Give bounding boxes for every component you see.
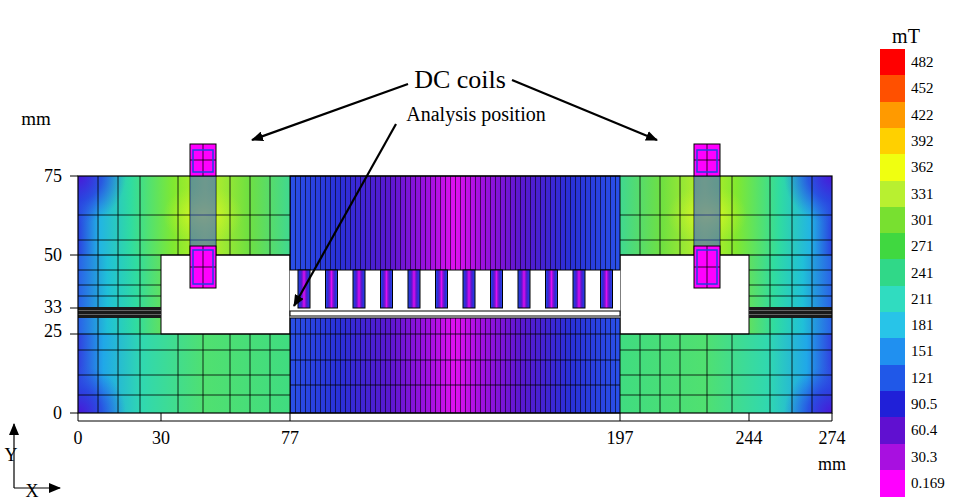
x-tick: 0 [74,429,83,447]
x-tick: 274 [819,429,846,447]
colorbar-swatch [880,312,905,339]
colorbar-swatch [880,233,905,260]
colorbar-value: 60.4 [911,423,937,438]
dc-coils [190,144,720,288]
magnets [78,307,832,318]
x-tick: 77 [281,429,299,447]
colorbar-swatch [880,49,905,76]
core-outline [78,176,832,413]
y-tick: 25 [44,322,62,340]
y-tick: 33 [44,298,62,316]
colorbar-value: 452 [911,81,934,96]
colorbar-value: 362 [911,160,934,175]
colorbar-value: 241 [911,265,934,280]
x-tick: 30 [152,429,170,447]
axis-unit: mm [818,455,846,473]
mover [290,311,620,413]
colorbar-value: 422 [911,107,934,122]
colorbar-value: 0.169 [911,475,945,490]
colorbar-value: 211 [911,291,933,306]
leader-arrows [252,80,657,306]
callout-label: Analysis position [406,104,545,124]
colorbar-value: 301 [911,212,934,227]
colorbar-value: 392 [911,134,934,149]
colorbar-swatch [880,102,905,129]
colorbar-value: 482 [911,55,934,70]
x-tick: 244 [736,429,763,447]
colorbar-swatch [880,259,905,286]
colorbar-value: 90.5 [911,397,937,412]
axis-name: X [26,482,39,500]
side-mesh [78,176,832,413]
colorbar-swatch [880,365,905,392]
colorbar-value: 271 [911,239,934,254]
colorbar-unit: mT [892,26,920,46]
colorbar-swatch [880,154,905,181]
colorbar-swatch [880,470,905,497]
axis-unit: mm [21,109,51,128]
colorbar-swatch [880,75,905,102]
colorbar-value: 121 [911,370,934,385]
colorbar-swatch [880,444,905,471]
stator [290,176,620,308]
callout-label: DC coils [414,67,506,93]
colorbar-swatch [880,128,905,155]
y-tick: 50 [44,246,62,264]
core-fill [30,128,880,461]
colorbar-swatch [880,207,905,234]
colorbar-swatch [880,286,905,313]
colorbar-swatch [880,391,905,418]
y-tick: 0 [53,404,62,422]
colorbar-value: 181 [911,318,934,333]
colorbar-swatch [880,181,905,208]
colorbar-swatch [880,417,905,444]
colorbar-swatch [880,338,905,365]
colorbar-value: 151 [911,344,934,359]
xy-axes [14,424,60,488]
colorbar-value: 331 [911,186,934,201]
colorbar-value: 30.3 [911,449,937,464]
axis-name: Y [5,446,18,464]
x-tick: 197 [607,429,634,447]
y-tick: 75 [44,167,62,185]
axis-ticks [70,176,832,421]
